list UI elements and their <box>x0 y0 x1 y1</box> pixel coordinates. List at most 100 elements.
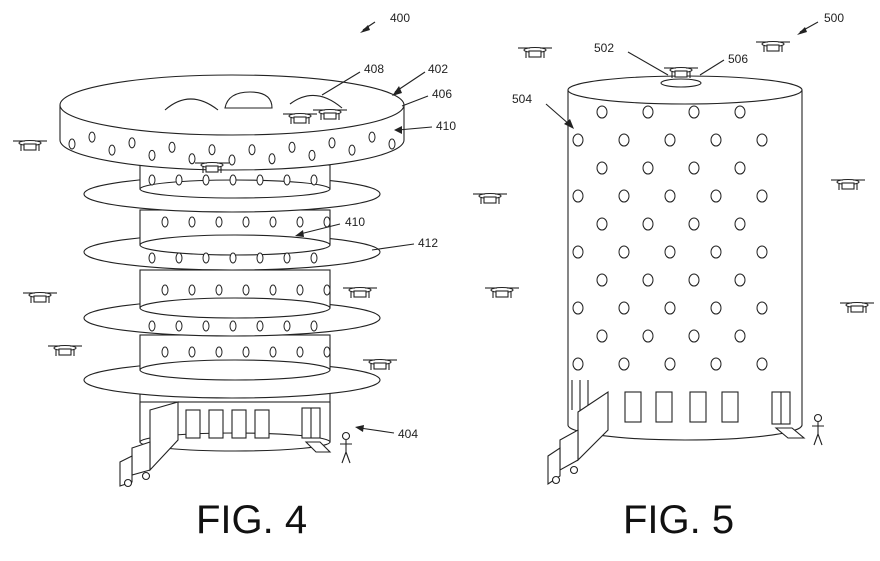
port-dot <box>269 346 277 358</box>
fig4-tower <box>12 74 405 488</box>
port-dot <box>175 252 183 264</box>
port-dot <box>618 301 630 315</box>
port-dot <box>283 320 291 332</box>
fig5-drone-left-1 <box>472 192 508 205</box>
port-dot <box>242 346 250 358</box>
port-dot <box>688 329 700 343</box>
port-dot <box>756 357 768 371</box>
port-dot <box>308 149 316 161</box>
fig5-tower <box>472 40 875 486</box>
port-dot <box>388 138 396 150</box>
port-dot <box>168 141 176 153</box>
port-dot <box>188 284 196 296</box>
ref-406: 406 <box>432 87 452 101</box>
fig4-drone-left-2 <box>22 291 58 304</box>
port-dot <box>310 174 318 186</box>
ref-408: 408 <box>364 62 384 76</box>
fig5-roof-port <box>660 78 702 88</box>
port-dot <box>642 329 654 343</box>
port-dot <box>88 131 96 143</box>
port-dot <box>664 301 676 315</box>
port-dot <box>710 189 722 203</box>
port-dot <box>310 320 318 332</box>
port-dot <box>688 217 700 231</box>
port-dot <box>710 301 722 315</box>
port-dot <box>734 161 746 175</box>
fig5-drone-left-2 <box>484 286 520 299</box>
port-dot <box>202 174 210 186</box>
port-dot <box>328 137 336 149</box>
port-dot <box>228 154 236 166</box>
port-dot <box>618 245 630 259</box>
port-dot <box>596 105 608 119</box>
fig5-drone-right-1 <box>830 178 866 191</box>
ref-504: 504 <box>512 92 532 106</box>
fig5-drone-top-right <box>755 40 791 53</box>
fig5-caption: FIG. 5 <box>623 498 734 542</box>
ref-410-middle: 410 <box>345 215 365 229</box>
port-dot <box>269 284 277 296</box>
port-dot <box>161 284 169 296</box>
port-dot <box>188 153 196 165</box>
port-dot <box>642 273 654 287</box>
port-dot <box>283 252 291 264</box>
port-dot <box>368 131 376 143</box>
port-dot <box>734 105 746 119</box>
port-dot <box>348 144 356 156</box>
port-dot <box>148 174 156 186</box>
port-dot <box>283 174 291 186</box>
port-dot <box>128 137 136 149</box>
port-dot <box>572 357 584 371</box>
fig4-top-disc <box>59 74 405 171</box>
port-dot <box>688 161 700 175</box>
port-dot <box>596 217 608 231</box>
port-dot <box>572 133 584 147</box>
port-dot <box>229 252 237 264</box>
ref-402: 402 <box>428 62 448 76</box>
fig4-segment-4 <box>139 334 331 381</box>
port-dot <box>756 301 768 315</box>
port-dot <box>323 284 331 296</box>
port-dot <box>323 346 331 358</box>
port-dot <box>215 346 223 358</box>
fig4-drone-left-3 <box>47 344 83 357</box>
port-dot <box>618 357 630 371</box>
port-dot <box>229 320 237 332</box>
port-dot <box>269 216 277 228</box>
port-dot <box>296 216 304 228</box>
port-dot <box>215 284 223 296</box>
fig5-references: 500 502 506 504 <box>512 11 844 129</box>
port-dot <box>161 216 169 228</box>
fig5-drone-right-2 <box>839 301 875 314</box>
port-dot <box>208 144 216 156</box>
fig4-drone-right-1 <box>342 286 378 299</box>
port-dot <box>618 133 630 147</box>
fig5-base <box>571 380 806 439</box>
port-dot <box>248 144 256 156</box>
port-dot <box>688 273 700 287</box>
port-dot <box>618 189 630 203</box>
fig4-delivery-truck-icon <box>119 401 179 488</box>
port-dot <box>256 320 264 332</box>
port-dot <box>202 252 210 264</box>
ref-502: 502 <box>594 41 614 55</box>
fig5-drone-top-left <box>517 46 553 59</box>
ref-506: 506 <box>728 52 748 66</box>
fig4-references: 400 408 402 406 410 410 412 404 <box>295 11 456 441</box>
port-dot <box>572 301 584 315</box>
ref-500: 500 <box>824 11 844 25</box>
port-dot <box>734 329 746 343</box>
fig5-delivery-truck-icon <box>547 390 609 486</box>
port-dot <box>710 357 722 371</box>
port-dot <box>242 284 250 296</box>
fig4-drone-left-1 <box>12 139 48 152</box>
port-dot <box>664 245 676 259</box>
port-dot <box>756 245 768 259</box>
port-dot <box>710 133 722 147</box>
port-dot <box>256 252 264 264</box>
port-dot <box>756 189 768 203</box>
port-dot <box>68 138 76 150</box>
port-dot <box>148 320 156 332</box>
port-dot <box>664 133 676 147</box>
